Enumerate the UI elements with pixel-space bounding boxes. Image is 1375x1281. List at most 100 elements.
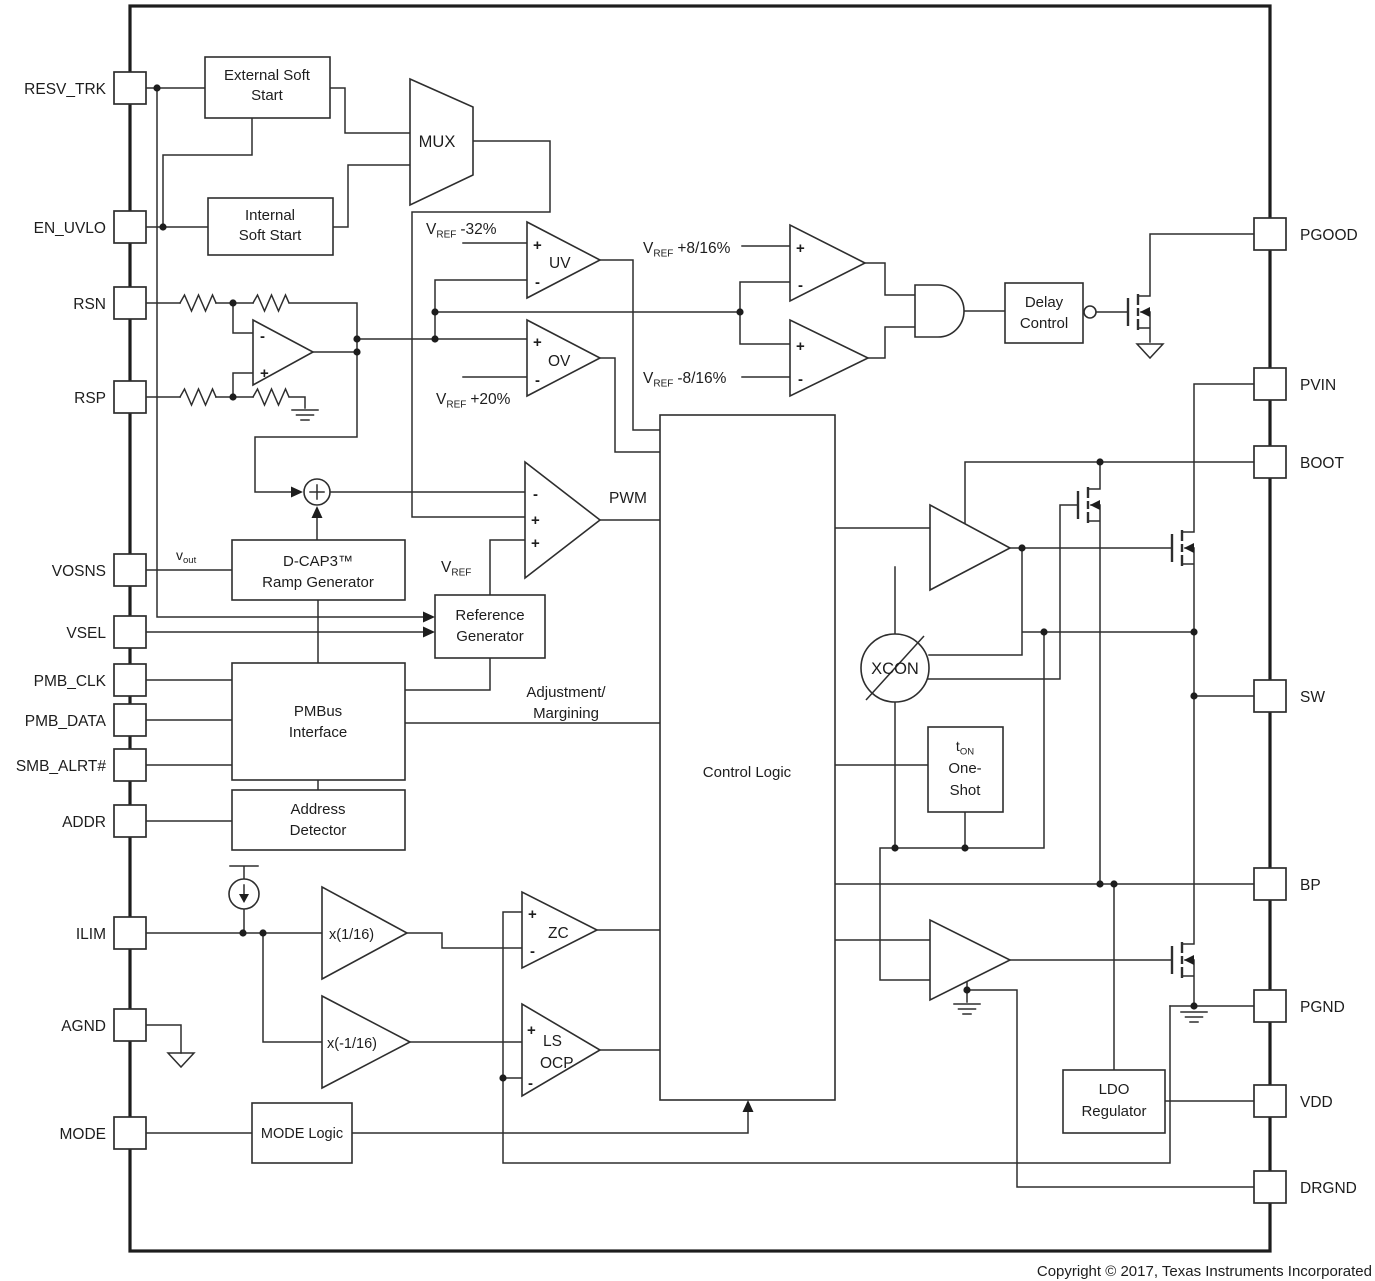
address-detector-block: Address Detector (231, 789, 406, 851)
pin-vosns: VOSNS (52, 553, 147, 587)
svg-text:RSP: RSP (74, 390, 106, 407)
pin-mode: MODE (60, 1116, 147, 1150)
zc-comparator: + - ZC (521, 890, 599, 970)
pin-drgnd: DRGND (1253, 1170, 1357, 1204)
svg-text:-: - (535, 372, 540, 389)
svg-text:EN_UVLO: EN_UVLO (34, 220, 106, 237)
wires-left-section (145, 87, 1171, 1164)
svg-text:Soft Start: Soft Start (239, 227, 302, 244)
svg-text:-: - (798, 277, 803, 294)
svg-text:-: - (798, 371, 803, 388)
wires-center-section (599, 245, 1129, 521)
svg-text:+: + (260, 365, 269, 382)
bootstrap-mosfet (1076, 487, 1100, 523)
pgood-lower-comparator: + - (789, 318, 870, 398)
pin-en-uvlo: EN_UVLO (34, 210, 147, 244)
reference-generator-block: Reference Generator (434, 594, 546, 659)
svg-text:VREF-8/16%: VREF-8/16% (643, 370, 727, 390)
svg-text:Address: Address (290, 801, 345, 818)
svg-text:+: + (796, 338, 805, 355)
resistor-rsn-2 (251, 293, 290, 313)
resistor-rsp-2 (251, 387, 290, 407)
svg-text:Regulator: Regulator (1081, 1103, 1146, 1120)
vref-pwm-label: VREF (441, 559, 471, 579)
mux-block: MUX (409, 77, 474, 207)
external-soft-start-block: External Soft Start (204, 56, 331, 119)
resistor-rsn-1 (178, 293, 217, 313)
vref-minus816-label: VREF-8/16% (643, 370, 727, 390)
svg-text:LS: LS (543, 1033, 562, 1050)
pin-rsp: RSP (74, 380, 147, 414)
arrow-mode-to-control (742, 1100, 754, 1112)
pin-agnd: AGND (61, 1008, 147, 1042)
svg-text:DRGND: DRGND (1300, 1180, 1357, 1197)
pin-smb-alrt: SMB_ALRT# (16, 748, 147, 782)
svg-text:MODE Logic: MODE Logic (261, 1126, 343, 1142)
svg-text:UV: UV (549, 255, 571, 272)
delay-control-block: Delay Control (1004, 282, 1097, 344)
vref-plus20-label: VREF+20% (436, 391, 511, 411)
svg-text:+: + (533, 237, 542, 254)
xcon-switch: XCON (860, 633, 930, 703)
svg-text:PMBus: PMBus (294, 703, 342, 720)
junction-dots (153, 84, 1198, 1082)
ground-bars-ls-fet (1180, 1011, 1208, 1023)
svg-text:+: + (528, 906, 537, 923)
svg-text:ILIM: ILIM (76, 926, 106, 943)
svg-text:VREF+8/16%: VREF+8/16% (643, 240, 731, 260)
uv-comparator: + - UV (526, 220, 602, 300)
vref-plus816-label: VREF+8/16% (643, 240, 731, 260)
resistor-rsp-1 (178, 387, 217, 407)
svg-text:ADDR: ADDR (62, 814, 106, 831)
pin-rsn: RSN (73, 286, 147, 320)
pin-sw: SW (1253, 679, 1325, 713)
svg-text:-: - (260, 328, 265, 345)
gain-neg-amplifier: x(-1/16) (321, 994, 412, 1090)
vout-label: vout (176, 547, 197, 566)
pin-resv-trk: RESV_TRK (24, 71, 147, 105)
pin-pgood: PGOOD (1253, 217, 1358, 251)
summing-junction (303, 478, 331, 506)
svg-text:Interface: Interface (289, 724, 347, 741)
svg-text:+: + (527, 1022, 536, 1039)
svg-text:D-CAP3™: D-CAP3™ (283, 553, 353, 570)
svg-text:SMB_ALRT#: SMB_ALRT# (16, 758, 107, 775)
control-logic-block: Control Logic (659, 414, 836, 1101)
svg-text:External Soft: External Soft (224, 67, 311, 84)
svg-text:PVIN: PVIN (1300, 377, 1336, 394)
vref-minus32-label: VREF-32% (426, 221, 497, 241)
svg-text:x(1/16): x(1/16) (329, 927, 374, 943)
svg-text:PGND: PGND (1300, 999, 1345, 1016)
svg-text:+: + (531, 535, 540, 552)
pin-pmb-clk: PMB_CLK (34, 663, 147, 697)
adjustment-label: Adjustment/ (526, 684, 606, 701)
low-side-driver (929, 918, 1012, 1002)
pin-vsel: VSEL (66, 615, 147, 649)
svg-text:-: - (528, 1075, 533, 1092)
arrow-refgen-track (423, 611, 435, 623)
svg-text:vout: vout (176, 547, 197, 566)
svg-text:-: - (535, 274, 540, 291)
pin-boot: BOOT (1253, 445, 1344, 479)
ground-triangle-agnd (166, 1052, 196, 1069)
ground-bars-ls-driver (953, 1003, 981, 1015)
svg-text:Control: Control (1020, 315, 1068, 332)
pin-pvin: PVIN (1253, 367, 1336, 401)
svg-text:ZC: ZC (548, 925, 569, 942)
svg-text:LDO: LDO (1099, 1081, 1130, 1098)
svg-text:OV: OV (548, 353, 571, 370)
svg-text:AGND: AGND (61, 1018, 106, 1035)
svg-text:RSN: RSN (73, 296, 106, 313)
svg-text:-: - (530, 943, 535, 960)
svg-text:x(-1/16): x(-1/16) (327, 1036, 377, 1052)
svg-text:Internal: Internal (245, 207, 295, 224)
svg-text:SW: SW (1300, 689, 1325, 706)
pgood-upper-comparator: + - (789, 223, 867, 303)
pin-vdd: VDD (1253, 1084, 1333, 1118)
svg-text:Ramp Generator: Ramp Generator (262, 574, 374, 591)
svg-text:PMB_CLK: PMB_CLK (34, 673, 107, 690)
svg-text:+: + (796, 240, 805, 257)
error-amplifier: - + (252, 318, 315, 387)
svg-text:Shot: Shot (950, 782, 982, 799)
